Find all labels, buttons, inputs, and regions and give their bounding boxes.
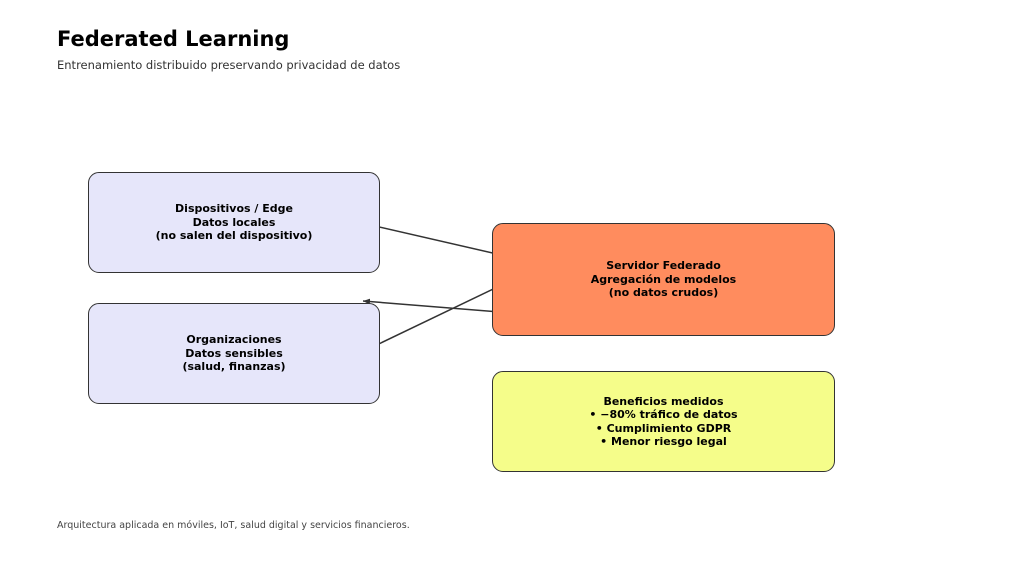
node-devices-line: Dispositivos / Edge xyxy=(175,202,293,216)
node-federated-server-line: Servidor Federado xyxy=(606,259,721,273)
node-benefits-line: • Menor riesgo legal xyxy=(600,435,727,448)
node-devices-line: Datos locales xyxy=(192,215,276,229)
page-subtitle: Entrenamiento distribuido preservando pr… xyxy=(57,58,401,72)
page-title: Federated Learning xyxy=(57,27,290,51)
node-federated-server-line: (no datos crudos) xyxy=(608,286,719,300)
node-devices: Dispositivos / Edge Datos locales (no sa… xyxy=(88,172,380,273)
node-federated-server: Servidor Federado Agregación de modelos … xyxy=(492,223,835,336)
edge-orgs-to-server xyxy=(361,280,511,353)
node-organizations-text: Organizaciones Datos sensibles (salud, f… xyxy=(182,333,285,374)
footer-note: Arquitectura aplicada en móviles, IoT, s… xyxy=(57,520,410,531)
node-federated-server-text: Servidor Federado Agregación de modelos … xyxy=(591,259,736,300)
node-organizations: Organizaciones Datos sensibles (salud, f… xyxy=(88,303,380,404)
edge-devices-to-server xyxy=(361,222,511,259)
node-benefits-line: • −80% tráfico de datos xyxy=(589,408,738,421)
node-devices-line: (no salen del dispositivo) xyxy=(155,229,313,243)
node-organizations-line: Organizaciones xyxy=(186,333,282,347)
node-organizations-line: (salud, finanzas) xyxy=(182,360,286,374)
node-benefits-text: Beneficios medidos • −80% tráfico de dat… xyxy=(589,395,737,449)
node-benefits: Beneficios medidos • −80% tráfico de dat… xyxy=(492,371,835,472)
node-federated-server-line: Agregación de modelos xyxy=(590,272,737,286)
node-benefits-line: Beneficios medidos xyxy=(603,394,724,408)
node-organizations-line: Datos sensibles xyxy=(185,346,283,360)
node-benefits-line: • Cumplimiento GDPR xyxy=(595,421,732,435)
node-devices-text: Dispositivos / Edge Datos locales (no sa… xyxy=(156,202,313,243)
